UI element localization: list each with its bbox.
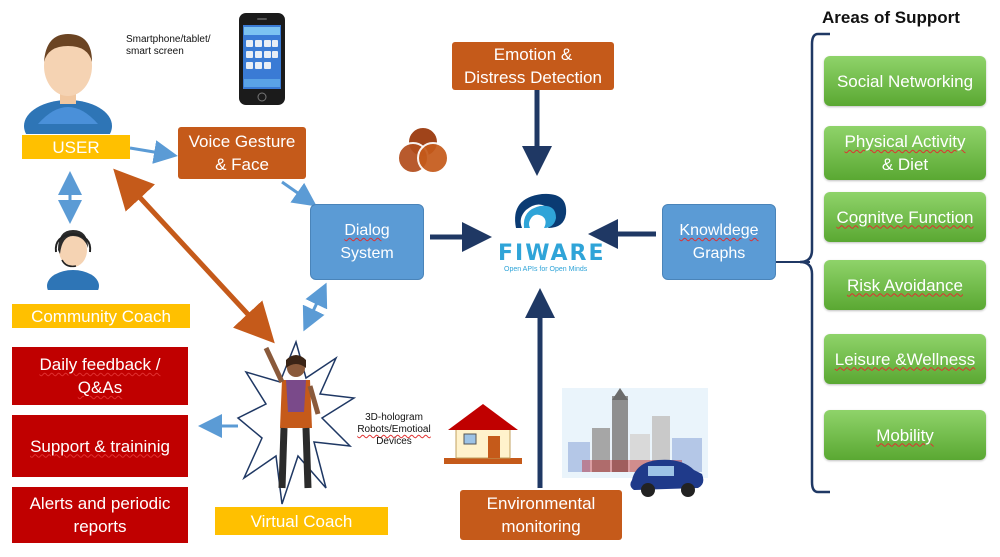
arrow-virtual-dialog (302, 282, 328, 332)
arrow-user-virtual (113, 168, 275, 344)
output-alerts-reports-line-2: reports (73, 517, 127, 536)
fiware-tagline: Open APIs for Open Minds (504, 266, 588, 273)
environmental-monitoring-line-2: monitoring (501, 517, 581, 536)
area-social-networking-label: Social Networking (836, 71, 974, 91)
output-daily-feedback-line-1: Daily feedback / (39, 355, 161, 374)
user-avatar-icon (24, 34, 112, 134)
voice-gesture-face-box[interactable]: Voice Gesture & Face (178, 127, 306, 179)
knowledge-graphs-box[interactable]: Knowldege Graphs (662, 204, 776, 280)
output-daily-feedback-line-2: Q&As (77, 378, 123, 397)
area-leisure-wellness-label: Leisure &Wellness (834, 349, 976, 369)
smartphone-icon (239, 13, 285, 105)
community-coach-label[interactable]: Community Coach (12, 304, 190, 328)
area-physical-activity-line-2: & Diet (881, 155, 929, 174)
output-support-training[interactable]: Support & traininig (12, 415, 188, 477)
environmental-monitoring-box[interactable]: Environmental monitoring (460, 490, 622, 540)
virtual-coach-hologram-icon (236, 339, 356, 505)
hologram-caption-line-3: Devices (376, 436, 412, 447)
output-alerts-reports-line-1: Alerts and periodic (29, 494, 171, 513)
fiware-name: FIWARE (498, 241, 606, 266)
arrow-user-to-voice (129, 140, 178, 164)
user-label[interactable]: USER (22, 135, 130, 159)
house-icon (444, 404, 522, 464)
arrow-voice-to-dialog (281, 180, 317, 207)
environmental-monitoring-line-1: Environmental (486, 494, 596, 513)
dialog-system-box[interactable]: Dialog System (310, 204, 424, 280)
fiware-logo-icon (515, 193, 567, 228)
emotion-distress-line-1: Emotion & (493, 45, 573, 64)
area-risk-avoidance[interactable]: Risk Avoidance (824, 260, 986, 310)
venn-icon (397, 126, 449, 174)
community-coach-avatar-icon (47, 230, 99, 290)
voice-gesture-face-line-1: Voice Gesture (188, 132, 296, 151)
area-social-networking[interactable]: Social Networking (824, 56, 986, 106)
area-risk-avoidance-label: Risk Avoidance (847, 275, 963, 295)
area-physical-activity-diet[interactable]: Physical Activity & Diet (824, 126, 986, 180)
area-physical-activity-line-1: Physical Activity (844, 132, 966, 151)
areas-title: Areas of Support (822, 8, 960, 27)
device-caption-line-2: smart screen (126, 46, 184, 57)
output-daily-feedback[interactable]: Daily feedback / Q&As (12, 347, 188, 405)
area-mobility-label: Mobility (876, 425, 934, 445)
hologram-caption: 3D-hologram Robots/Emotioal Devices (352, 412, 436, 448)
dialog-system-line-1: Dialog (344, 222, 390, 239)
output-alerts-reports[interactable]: Alerts and periodic reports (12, 487, 188, 543)
areas-bracket (799, 32, 830, 494)
voice-gesture-face-line-2: & Face (215, 155, 269, 174)
device-caption: Smartphone/tablet/ smart screen (126, 34, 211, 58)
hologram-caption-line-2: Robots/Emotioal (357, 424, 431, 435)
knowledge-graphs-line-2: Graphs (692, 245, 746, 262)
hologram-caption-line-1: 3D-hologram (365, 412, 423, 423)
device-caption-line-1: Smartphone/tablet/ (126, 34, 211, 45)
virtual-coach-label[interactable]: Virtual Coach (215, 507, 388, 535)
city-icon (562, 388, 708, 497)
emotion-distress-box[interactable]: Emotion & Distress Detection (452, 42, 614, 90)
knowledge-graphs-line-1: Knowldege (679, 222, 759, 239)
area-cognitive-function[interactable]: Cognitve Function (824, 192, 986, 242)
dialog-system-line-2: System (340, 245, 394, 262)
area-cognitive-function-label: Cognitve Function (836, 207, 974, 227)
output-support-training-label: Support & traininig (30, 436, 170, 456)
area-leisure-wellness[interactable]: Leisure &Wellness (824, 334, 986, 384)
area-mobility[interactable]: Mobility (824, 410, 986, 460)
emotion-distress-line-2: Distress Detection (464, 68, 602, 87)
